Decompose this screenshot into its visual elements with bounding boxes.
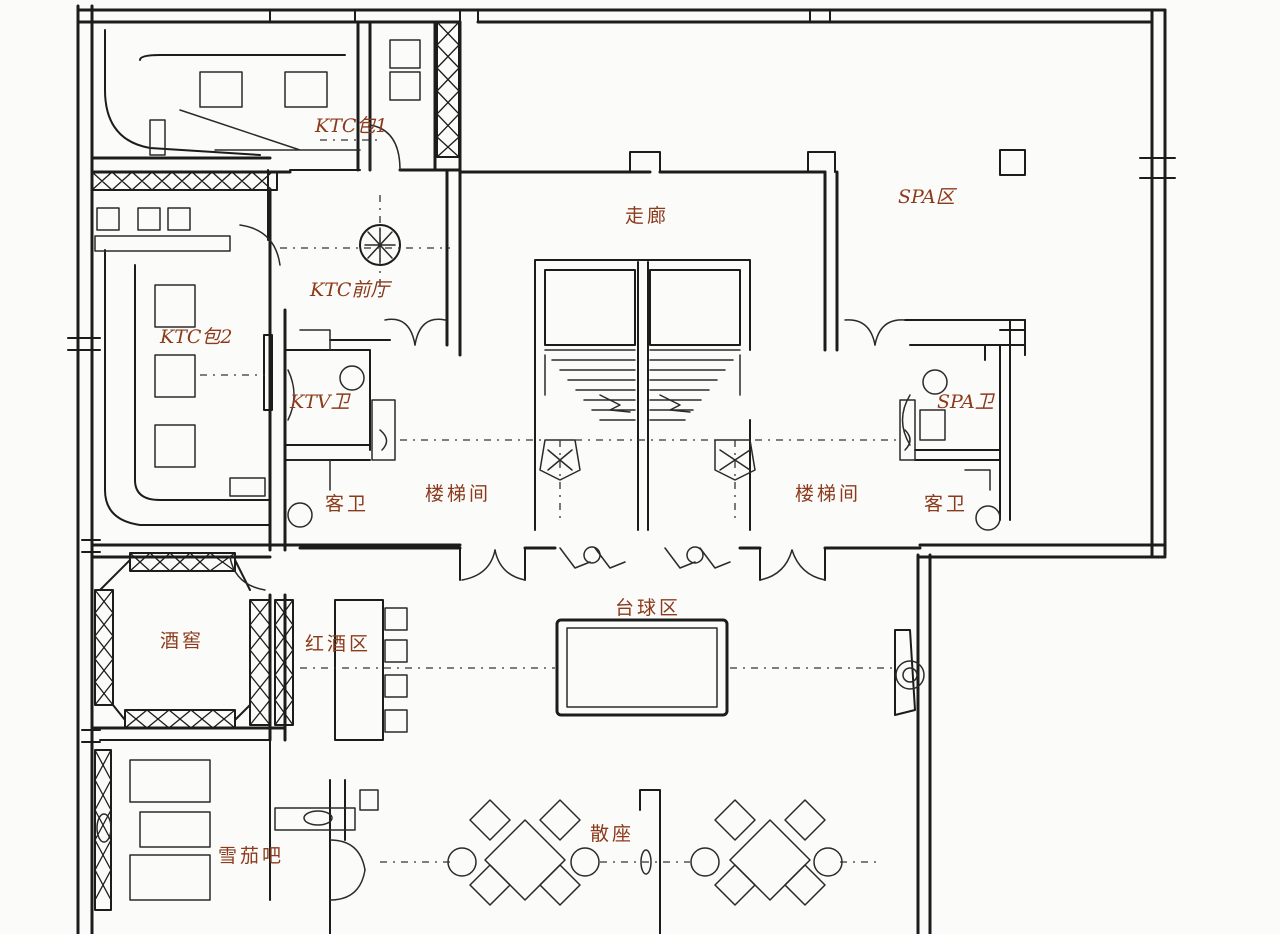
label-guest-toilet-right: 客卫	[924, 493, 968, 515]
label-stairwell-right: 楼梯间	[795, 483, 861, 505]
label-wine-cellar: 酒窖	[160, 630, 204, 652]
label-wine-area: 红酒区	[305, 633, 371, 655]
label-ktv-room-2: KTC包2	[159, 326, 233, 348]
label-lounge-seating: 散座	[590, 823, 634, 845]
label-corridor: 走廊	[625, 205, 669, 227]
label-billiards-area: 台球区	[615, 597, 681, 619]
shelving-bands	[91, 21, 460, 911]
lounge-cluster-right	[690, 799, 843, 906]
label-ktv-room-1: KTC包1	[314, 115, 388, 137]
label-spa-toilet: SPA卫	[937, 391, 996, 413]
label-ktv-lobby: KTC前厅	[309, 279, 392, 301]
label-spa-area: SPA区	[898, 186, 958, 208]
outer-walls	[67, 4, 1176, 934]
center-lines	[200, 139, 900, 863]
doors	[229, 124, 911, 901]
label-stairwell-left: 楼梯间	[425, 483, 491, 505]
room-labels: KTC包1 KTC包2 KTC前厅 KTV卫 走廊 SPA区 SPA卫 客卫 客…	[159, 115, 996, 867]
label-cigar-bar: 雪茄吧	[218, 845, 284, 867]
label-guest-toilet-left: 客卫	[325, 493, 369, 515]
label-ktv-toilet: KTV卫	[289, 391, 352, 413]
furniture	[94, 29, 1026, 934]
lounge-cluster-left	[447, 799, 600, 906]
stairs	[544, 349, 741, 421]
